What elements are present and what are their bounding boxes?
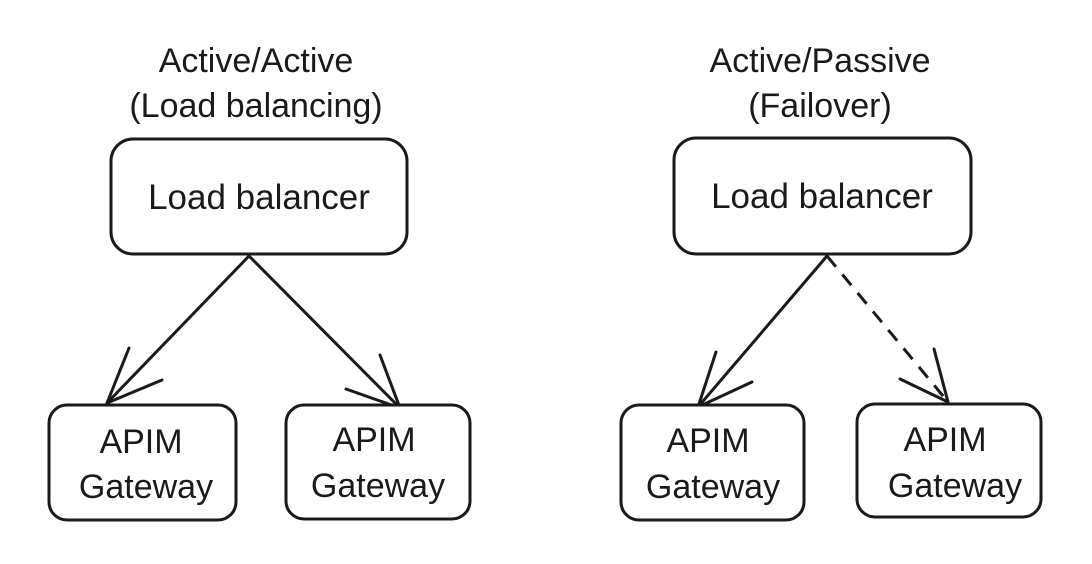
load-balancer-label: Load balancer — [148, 178, 370, 217]
diagram-title-line2: (Load balancing) — [129, 87, 382, 125]
load-balancer-label: Load balancer — [711, 177, 933, 216]
diagram-title-line1: Active/Active — [159, 42, 354, 80]
gateway-label-line1: APIM — [666, 422, 749, 460]
gateway-box — [855, 402, 1043, 519]
active-passive-diagram: Active/Passive (Failover) Load balancer … — [619, 42, 1043, 522]
gateway-box — [619, 403, 806, 522]
active-active-diagram: Active/Active (Load balancing) Load bala… — [47, 42, 472, 522]
arrowhead — [105, 346, 164, 405]
edge-to-gateway-passive — [825, 255, 950, 404]
edge-to-gateway-left — [105, 254, 251, 405]
gateway-label-line2: Gateway — [311, 467, 445, 505]
diagram-title-line1: Active/Passive — [709, 42, 930, 80]
gateway-label-line2: Gateway — [79, 468, 213, 506]
edge-to-gateway-right — [247, 254, 402, 410]
gateway-label-line1: APIM — [903, 421, 986, 459]
gateway-label-line2: Gateway — [646, 468, 780, 506]
gateway-label-line2: Gateway — [888, 467, 1022, 505]
edge-to-gateway-active — [696, 254, 829, 409]
arrowhead — [898, 347, 950, 404]
gateway-label-line1: APIM — [332, 421, 415, 459]
gateway-box — [284, 403, 472, 521]
gateway-box — [47, 403, 238, 522]
load-balancer-box — [672, 136, 973, 256]
load-balancer-box — [109, 137, 409, 256]
diagram-title-line2: (Failover) — [748, 87, 892, 125]
gateway-label-line1: APIM — [99, 423, 182, 461]
